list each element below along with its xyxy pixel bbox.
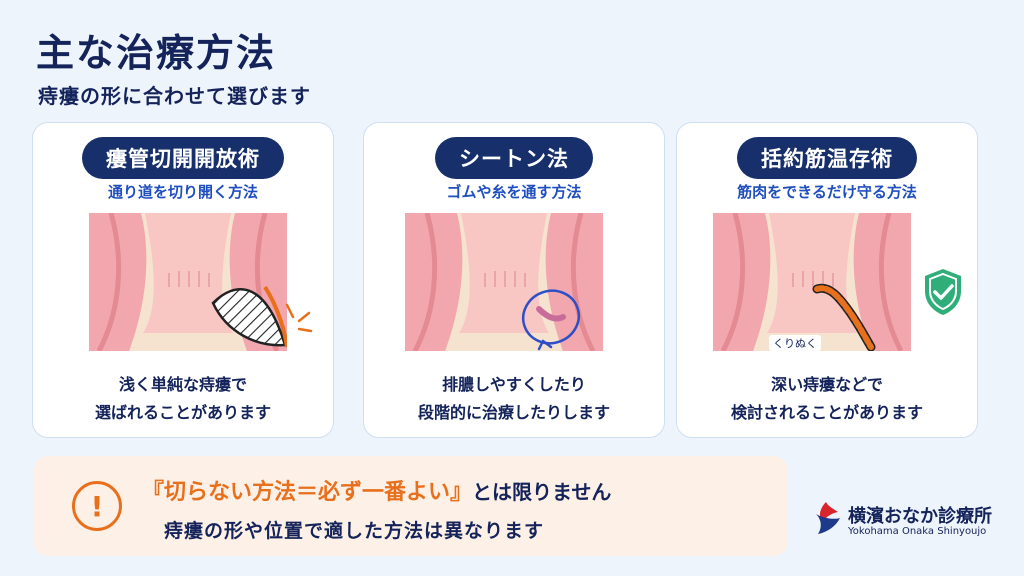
anatomy-illustration-coring: くりぬく xyxy=(713,213,911,351)
shield-check-icon xyxy=(925,269,961,315)
card-desc-line: 浅く単純な痔瘻で xyxy=(118,375,247,394)
clinic-name: 横濱おなか診療所 xyxy=(848,506,992,527)
card-sphincter-preserving: 括約筋温存術 筋肉をできるだけ守る方法 くりぬく 深い痔瘻などで 検討されること… xyxy=(676,122,978,438)
card-tagline: 通り道を切り開く方法 xyxy=(107,183,258,201)
clinic-name-en: Yokohama Onaka Shinyoujo xyxy=(848,526,987,537)
card-description: 浅く単純な痔瘻で 選ばれることがあります xyxy=(33,371,333,427)
coring-label: くりぬく xyxy=(773,337,817,350)
exclamation-icon: ! xyxy=(72,481,122,531)
caution-note: ! 『切らない方法＝必ず一番よい』とは限りません 痔瘻の形や位置で適した方法は異… xyxy=(34,456,788,556)
anatomy-illustration-seton xyxy=(405,213,603,351)
card-description: 深い痔瘻などで 検討されることがあります xyxy=(677,371,977,427)
card-tagline: ゴムや糸を通す方法 xyxy=(446,183,582,201)
card-desc-line: 検討されることがあります xyxy=(730,403,923,422)
clinic-logo-mark-icon xyxy=(816,502,840,534)
clinic-logo: 横濱おなか診療所 Yokohama Onaka Shinyoujo xyxy=(808,496,1008,556)
caution-headline: 『切らない方法＝必ず一番よい』とは限りません xyxy=(142,474,611,506)
card-title: 括約筋温存術 xyxy=(737,137,917,179)
caution-accent-text: 『切らない方法＝必ず一番よい』 xyxy=(142,480,473,505)
anatomy-illustration-incision xyxy=(89,213,287,351)
card-title: シートン法 xyxy=(435,137,593,179)
card-seton: シートン法 ゴムや糸を通す方法 排膿しやすくしたり 段階的に治療したりします xyxy=(363,122,665,438)
card-desc-line: 選ばれることがあります xyxy=(94,403,271,422)
spark-icon xyxy=(285,303,313,333)
caution-subtext: 痔瘻の形や位置で適した方法は異なります xyxy=(164,520,545,542)
card-fistulotomy: 瘻管切開開放術 通り道を切り開く方法 浅く単純な痔瘻で xyxy=(32,122,334,438)
page-subtitle: 痔瘻の形に合わせて選びます xyxy=(38,84,311,108)
card-title: 瘻管切開開放術 xyxy=(82,137,284,179)
card-description: 排膿しやすくしたり 段階的に治療したりします xyxy=(364,371,664,427)
card-tagline: 筋肉をできるだけ守る方法 xyxy=(737,183,917,201)
caution-plain-text: とは限りません xyxy=(472,480,612,504)
card-desc-line: 排膿しやすくしたり xyxy=(442,375,586,394)
page-title: 主な治療方法 xyxy=(36,31,277,75)
card-desc-line: 段階的に治療したりします xyxy=(417,403,610,422)
card-desc-line: 深い痔瘻などで xyxy=(771,375,883,394)
